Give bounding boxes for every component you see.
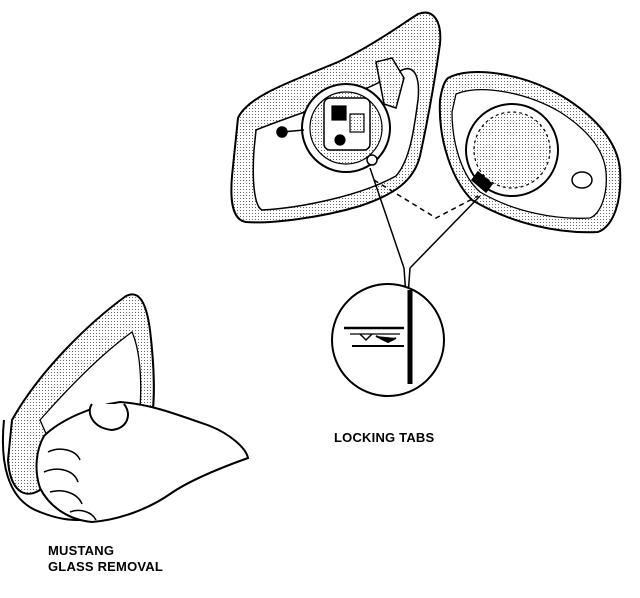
mustang-label-line2: GLASS REMOVAL xyxy=(48,559,164,574)
mirror-motor xyxy=(276,57,405,173)
hand xyxy=(35,400,250,524)
mustang-glass-removal-label: MUSTANG GLASS REMOVAL xyxy=(48,543,163,575)
locking-tabs-callout xyxy=(331,283,445,397)
locking-tabs-label: LOCKING TABS xyxy=(334,430,435,445)
glass-backing-plate xyxy=(465,103,593,197)
mustang-label-line1: MUSTANG xyxy=(48,543,115,558)
